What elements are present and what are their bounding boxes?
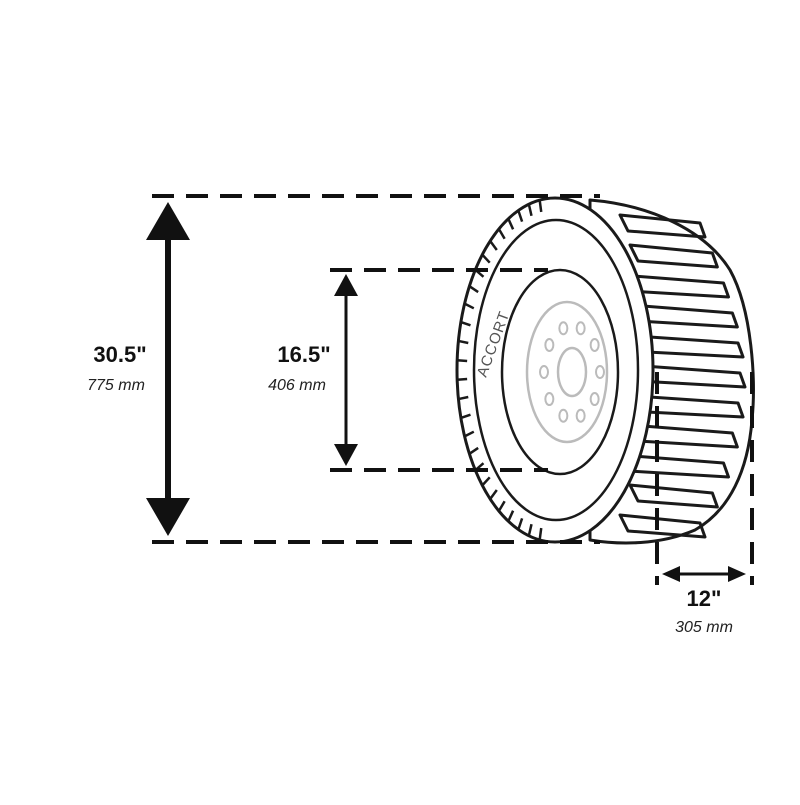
sidewall-tooth [481, 476, 491, 487]
bolt-hole [575, 408, 586, 423]
sidewall-tooth [497, 500, 506, 512]
sidewall-tooth [481, 253, 491, 264]
rim-diameter-mm-label: 406 mm [268, 377, 326, 394]
tire-width-arrow [662, 566, 746, 582]
sidewall-tooth [458, 395, 469, 401]
rim-diameter-arrow [334, 274, 358, 466]
tire-width-mm-label: 305 mm [675, 619, 733, 636]
bolt-hole [544, 337, 555, 352]
tread-lug [628, 483, 719, 509]
sidewall-tooth [464, 430, 475, 438]
sidewall-tooth [458, 339, 469, 345]
bolt-hole [544, 392, 555, 407]
tread-lug [618, 213, 707, 239]
bolt-hole [558, 408, 569, 423]
sidewall-tooth [527, 523, 533, 537]
sidewall-tooth [517, 517, 524, 530]
bolt-hole [595, 365, 605, 379]
sidewall-tooth [538, 199, 543, 213]
wheel-hub [556, 346, 588, 398]
sidewall-tooth [497, 228, 506, 240]
tread-lug [628, 243, 719, 269]
sidewall-tooth [527, 203, 533, 217]
sidewall-tooth [468, 446, 479, 455]
sidewall-tooth [464, 302, 475, 310]
sidewall-tooth [507, 510, 515, 522]
sidewall-tooth [468, 285, 479, 294]
overall-diameter-inch-label: 30.5" [93, 342, 147, 367]
tread-lug [618, 513, 707, 539]
tire-sidewall-teeth [457, 199, 543, 541]
sidewall-tooth [460, 413, 471, 420]
sidewall-tooth [538, 527, 543, 541]
bolt-hole [558, 321, 569, 336]
overall-diameter-arrow [146, 202, 190, 536]
dashed-guides [152, 194, 754, 585]
sidewall-tooth [457, 377, 468, 381]
wheel-bolt-holes [539, 321, 605, 423]
sidewall-tooth [489, 489, 498, 500]
tire-width-inch-label: 12" [686, 586, 722, 611]
sidewall-tooth [507, 218, 515, 230]
sidewall-tooth [517, 210, 524, 223]
bolt-hole [589, 337, 600, 352]
bolt-hole [589, 392, 600, 407]
overall-diameter-mm-label: 775 mm [87, 377, 145, 394]
sidewall-tooth [457, 359, 468, 363]
bolt-hole [539, 365, 549, 379]
sidewall-tooth [489, 240, 498, 251]
rim-diameter-inch-label: 16.5" [277, 342, 331, 367]
sidewall-tooth [460, 320, 471, 327]
bolt-hole [575, 321, 586, 336]
